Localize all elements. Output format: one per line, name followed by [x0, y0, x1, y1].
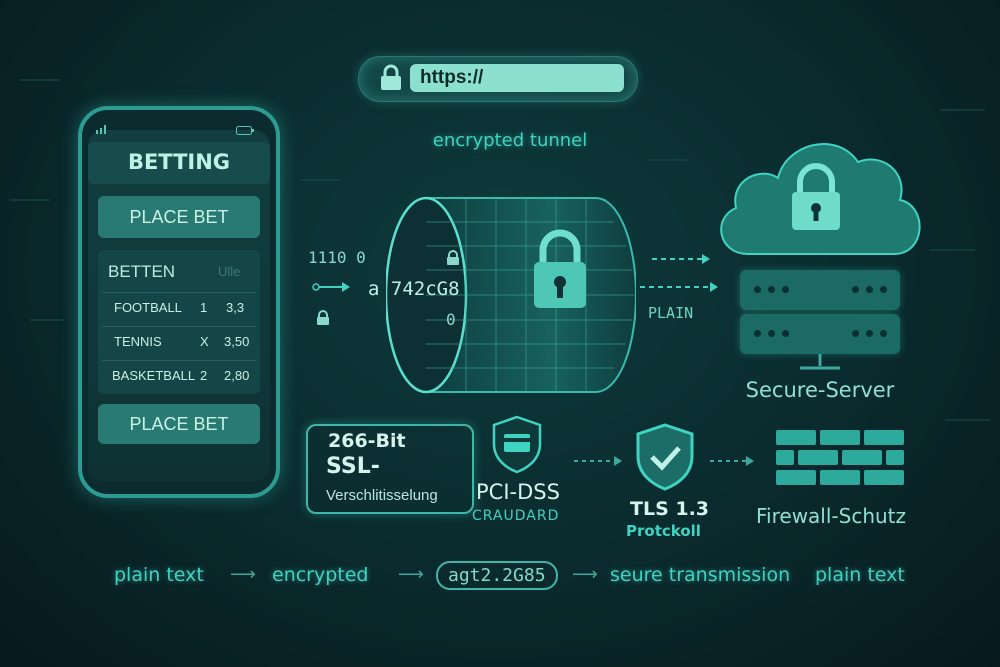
bet-sport: TENNIS: [114, 334, 162, 349]
padlock-icon: [381, 64, 401, 90]
arrow-right-icon: [710, 456, 754, 466]
arrow-right-icon: ⟶: [398, 564, 424, 585]
shield-check-icon: [636, 423, 694, 491]
arrow-right-icon: [652, 254, 710, 264]
ssl-title: SSL-: [326, 454, 380, 479]
bet-row-basketball[interactable]: [102, 360, 256, 391]
arrow-right-icon: [640, 282, 718, 292]
flow-ciphertext: agt2.2G85: [436, 561, 558, 590]
flow-encrypted: encrypted: [272, 564, 369, 586]
ssl-bits: 266-Bit: [328, 430, 406, 452]
arrow-right-icon: ⟶: [230, 564, 256, 585]
tls-title: TLS 1.3: [630, 498, 710, 520]
padlock-icon: [447, 250, 459, 265]
bet-row-football[interactable]: [102, 292, 256, 323]
server-rack-unit: [740, 270, 900, 310]
encryption-tunnel: [386, 196, 636, 394]
place-bet-button-bottom[interactable]: PLACE BET: [98, 404, 260, 444]
bet-sport: FOOTBALL: [114, 300, 182, 315]
bet-odds: 3,50: [224, 334, 250, 349]
secure-server-label: Secure-Server: [745, 378, 895, 402]
signal-icon: [96, 125, 106, 134]
plain-label: PLAIN: [648, 304, 694, 322]
bet-sport: BASKETBALL: [112, 368, 196, 383]
padlock-icon: [534, 229, 586, 308]
bet-pick: X: [200, 334, 209, 349]
ssl-encryption-card: [306, 424, 474, 514]
bets-table-header-faint: Ulle: [218, 264, 241, 279]
arrow-right-icon: ⟶: [572, 564, 598, 585]
padlock-icon: [317, 310, 329, 325]
url-field[interactable]: https://: [410, 64, 624, 92]
bet-odds: 2,80: [224, 368, 250, 383]
place-bet-button-top[interactable]: PLACE BET: [98, 196, 260, 238]
bets-table: [98, 250, 260, 394]
firewall-label: Firewall-Schutz: [756, 504, 907, 528]
ssl-subtitle: Verschlitisselung: [326, 487, 438, 504]
shield-card-icon: [492, 415, 542, 474]
battery-icon: [236, 126, 254, 135]
arrow-right-icon: [312, 282, 350, 292]
app-title: BETTING: [127, 150, 231, 174]
bets-table-header: BETTEN: [108, 262, 176, 281]
ciphertext: a 742cG8: [368, 278, 460, 300]
pci-dss-title: PCI-DSS: [476, 480, 560, 504]
arrow-right-icon: [574, 456, 622, 466]
brick-wall-icon: [776, 430, 906, 490]
bet-odds: 3,3: [226, 300, 245, 315]
bet-pick: 2: [200, 368, 208, 383]
bet-pick: 1: [200, 300, 208, 315]
pci-dss-subtitle: CRAUDARD: [472, 508, 560, 524]
app-header: [88, 142, 270, 184]
tls-subtitle: Protckoll: [626, 522, 701, 540]
encrypted-tunnel-label: encrypted tunnel: [432, 130, 588, 151]
server-rack-unit: [740, 314, 900, 354]
binary-zero: 0: [446, 310, 456, 329]
binary-stream: 1110 0: [308, 248, 366, 267]
server-stand: [800, 354, 840, 370]
flow-secure-transmission: seure transmission: [610, 564, 791, 586]
flow-plain-text-start: plain text: [114, 564, 204, 586]
bet-row-tennis[interactable]: [102, 326, 256, 357]
padlock-icon: [792, 163, 840, 230]
flow-plain-text-end: plain text: [815, 564, 905, 586]
